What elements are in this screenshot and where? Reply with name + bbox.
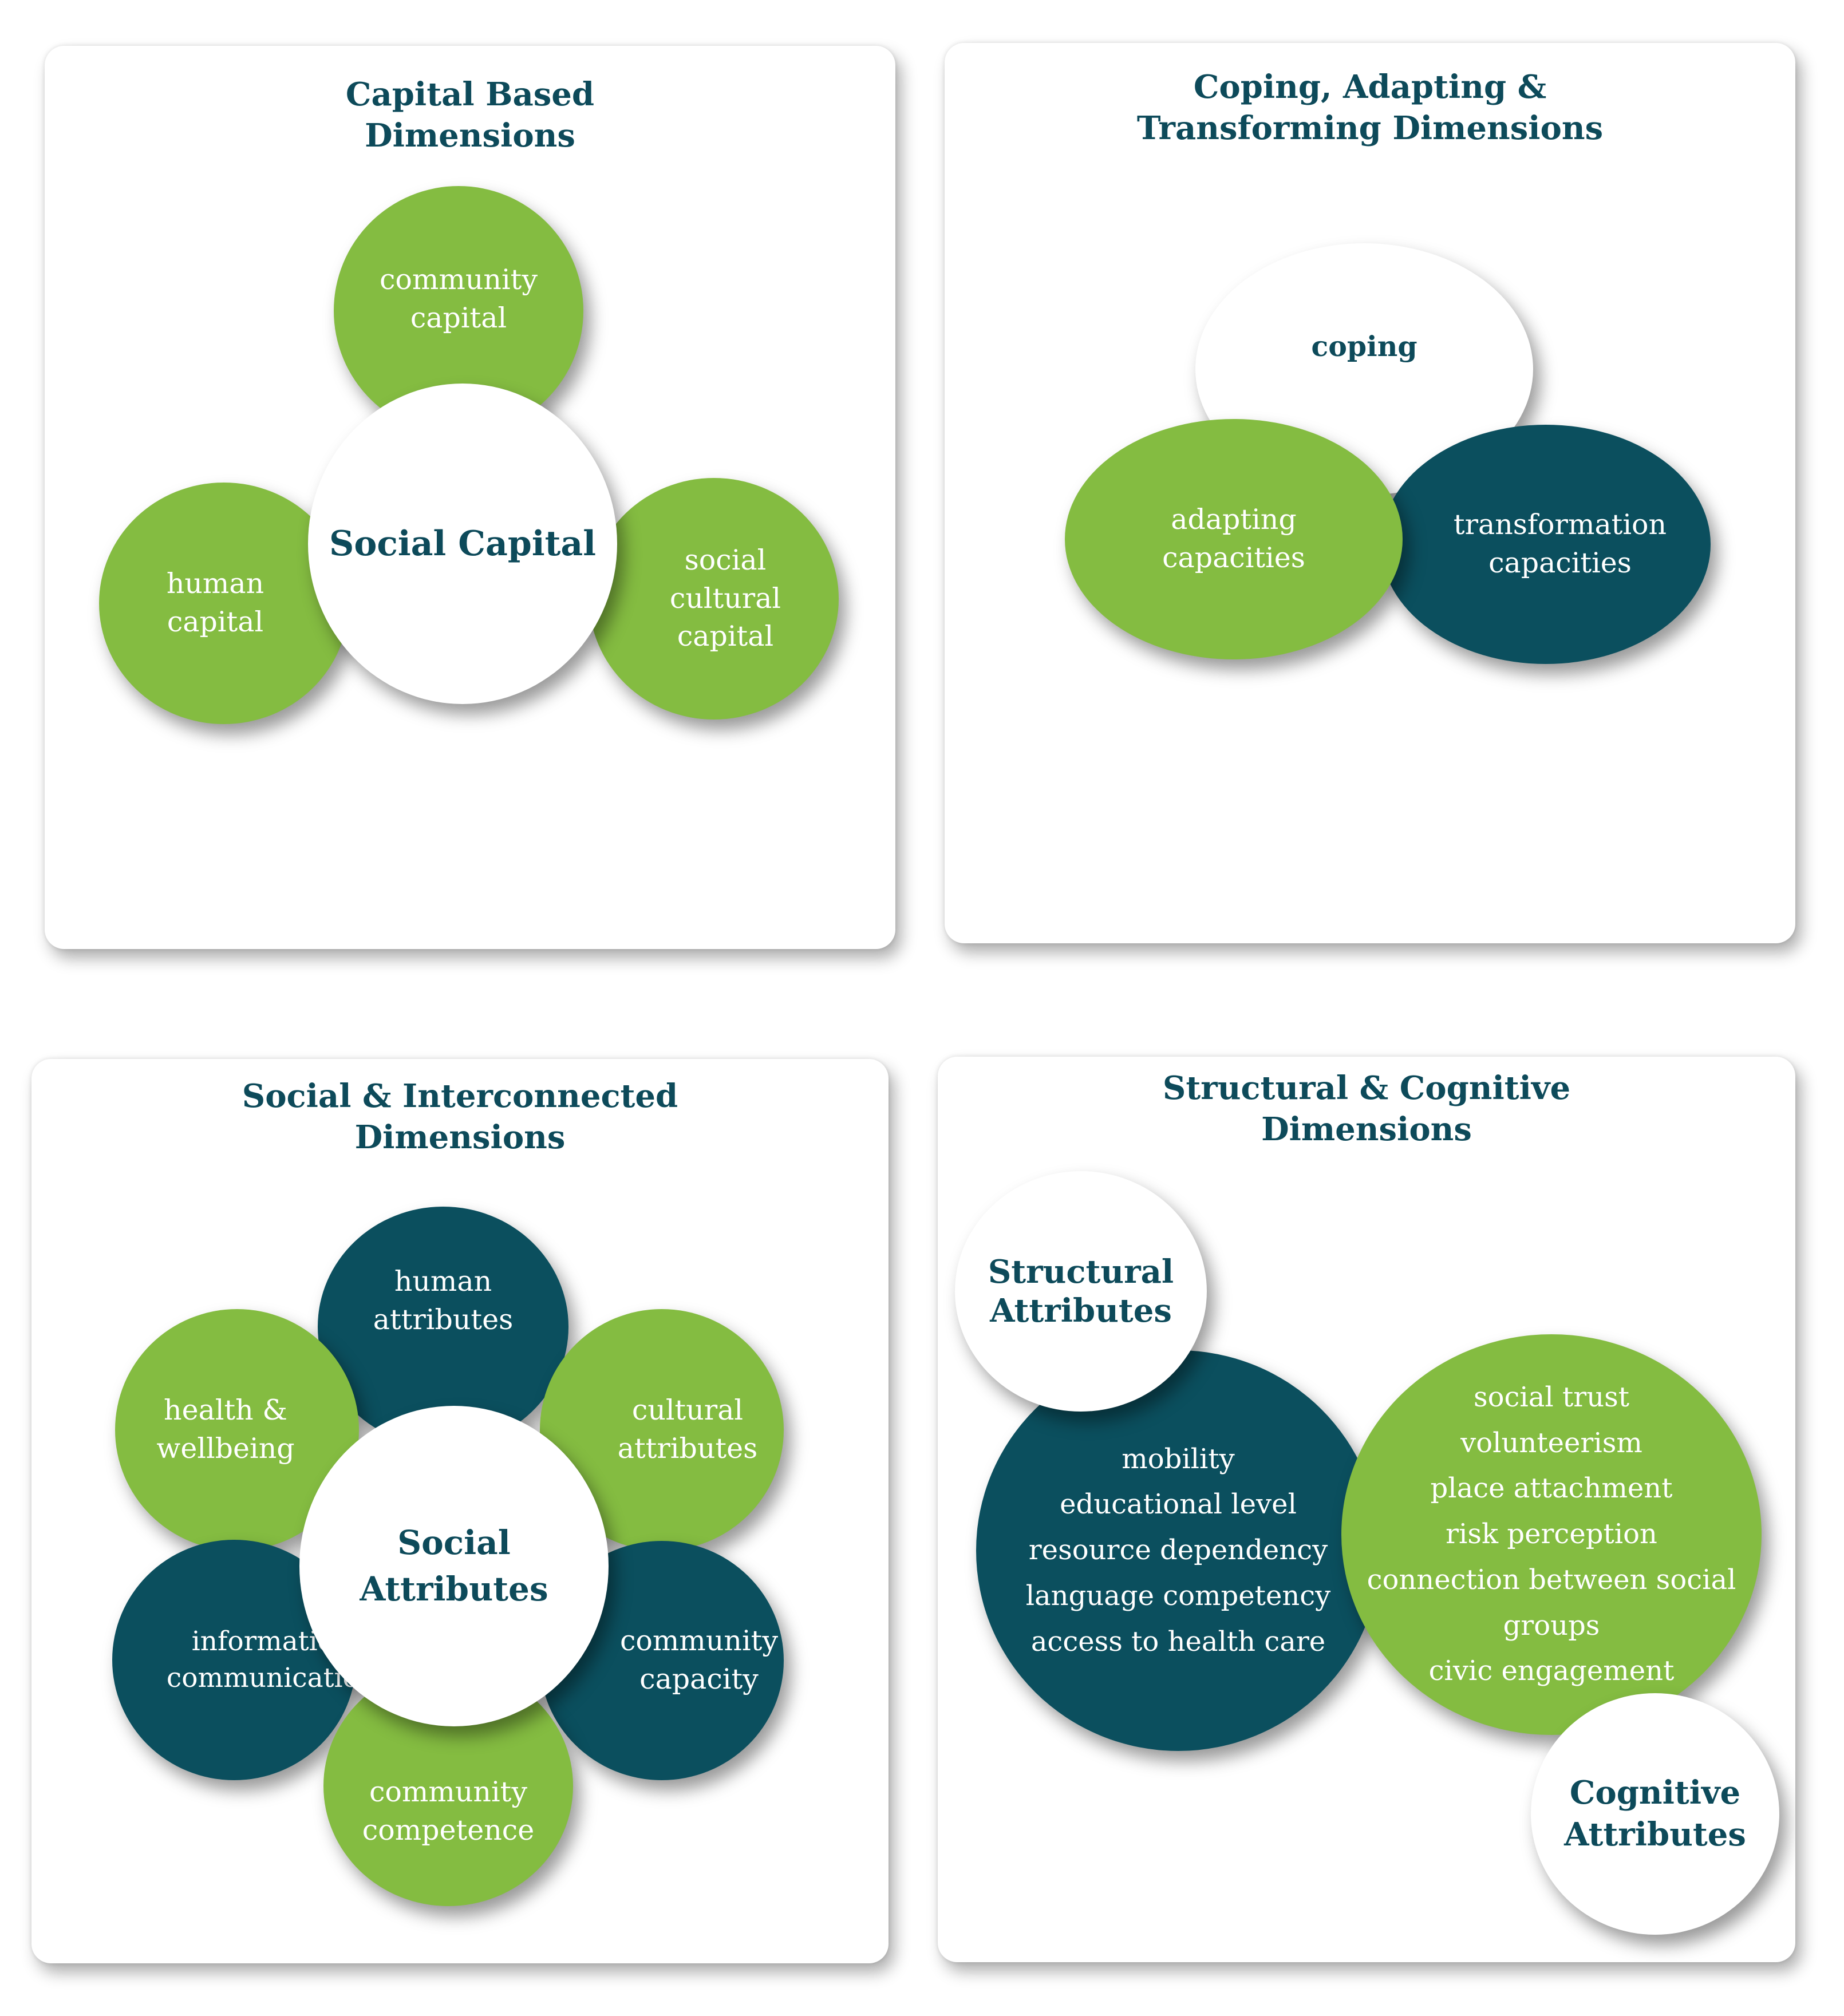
circle-social-capital: Social Capital: [308, 384, 617, 704]
panel-title-coping: Coping, Adapting & Transforming Dimensio…: [1136, 68, 1604, 147]
panel-social-interconnected: Social & Interconnected Dimensions human…: [31, 1059, 889, 1963]
panel-title-capital: Capital Based Dimensions: [345, 76, 595, 155]
circle-social-cultural-capital: social cultural capital: [589, 478, 839, 720]
panel-title-social: Social & Interconnected Dimensions: [242, 1077, 678, 1156]
panel-coping-adapting: Coping, Adapting & Transforming Dimensio…: [945, 43, 1795, 943]
circle-cognitive-attributes: Cognitive Attributes: [1531, 1693, 1779, 1935]
panel-capital-based: Capital Based Dimensions community capit…: [45, 46, 895, 949]
panel-title-structural: Structural & Cognitive Dimensions: [1162, 1069, 1571, 1148]
circle-transformation-capacities: transformation capacities: [1381, 425, 1711, 664]
circle-health-wellbeing: health & wellbeing: [115, 1309, 359, 1551]
circle-social-attributes: Social Attributes: [299, 1406, 609, 1726]
circle-structural-attributes: Structural Attributes: [955, 1171, 1207, 1412]
circle-structural-items: mobility educational level resource depe…: [976, 1350, 1380, 1751]
circle-cognitive-items: social trust volunteerism place attachme…: [1341, 1334, 1762, 1735]
circle-human-capital: human capital: [99, 483, 349, 724]
panel-structural-cognitive: Structural & Cognitive Dimensions mobili…: [938, 1057, 1795, 1962]
circle-adapting-capacities: adapting capacities: [1065, 419, 1403, 659]
circle-human-attributes: human attributes: [318, 1207, 568, 1447]
